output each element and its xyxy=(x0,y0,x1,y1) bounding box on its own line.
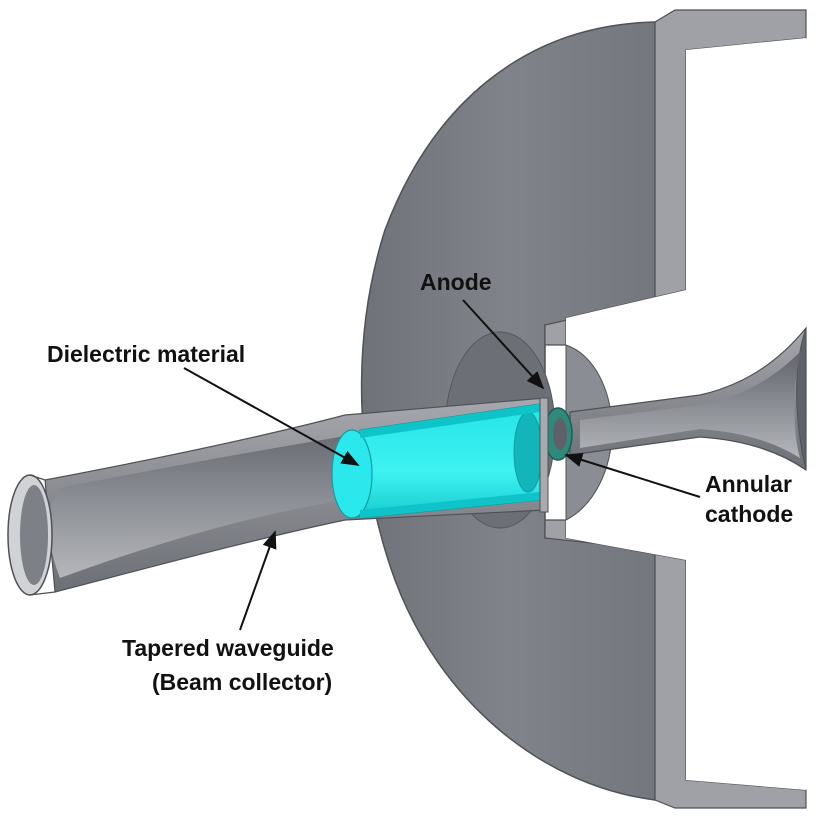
dielectric-arrow xyxy=(183,367,360,466)
output-horn-bore xyxy=(580,350,802,458)
waveguide-mouth-inner xyxy=(20,485,48,585)
anode-wall xyxy=(539,397,549,513)
waveguide-rim-top xyxy=(29,474,46,481)
dielectric-end xyxy=(513,411,543,493)
label-cathode: cathode xyxy=(705,501,793,527)
waveguide-arrow xyxy=(239,530,277,631)
label-anode: Anode xyxy=(420,269,492,295)
label-annular: Annular xyxy=(705,471,792,497)
cathode-arrow xyxy=(564,452,701,498)
label-tapered-waveguide: Tapered waveguide xyxy=(122,635,334,661)
dielectric-top-edge xyxy=(360,404,540,438)
anode-arrow xyxy=(462,299,545,390)
dielectric-front xyxy=(331,429,373,519)
waveguide-rim-bottom xyxy=(29,591,56,596)
label-beam-collector: (Beam collector) xyxy=(152,669,332,695)
label-dielectric-material: Dielectric material xyxy=(47,341,245,367)
dielectric-bottom-edge xyxy=(360,492,540,518)
output-horn-mouth xyxy=(796,327,807,471)
annular-cathode-core xyxy=(553,418,567,450)
